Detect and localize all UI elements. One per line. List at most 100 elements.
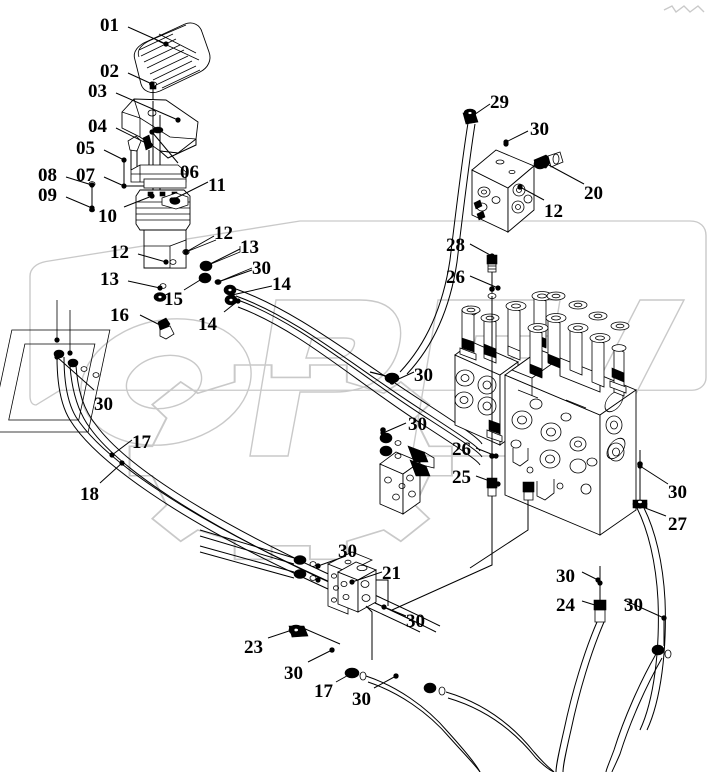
part-23-fitting bbox=[288, 624, 341, 645]
leader-line-c30l bbox=[623, 599, 665, 619]
hose-30l bbox=[605, 615, 672, 772]
leader-endpoint-c10 bbox=[149, 193, 155, 199]
leader-endpoint-c18 bbox=[119, 460, 125, 466]
callout-label-14-c14b: 14 bbox=[198, 314, 217, 335]
leader-lines bbox=[56, 26, 669, 689]
leader-line-c29 bbox=[467, 103, 491, 120]
callout-label-21-c21: 21 bbox=[382, 563, 401, 584]
callout-label-08-c08: 08 bbox=[38, 165, 57, 186]
leader-line-c21 bbox=[351, 571, 383, 583]
leader-line-c30i bbox=[307, 649, 333, 663]
leader-line-c30d bbox=[391, 371, 415, 383]
leader-endpoint-c23 bbox=[289, 627, 295, 633]
marker-26a bbox=[489, 286, 495, 292]
leader-line-c05 bbox=[103, 149, 125, 161]
leader-endpoint-c30l bbox=[661, 615, 667, 621]
callout-label-30-c30j: 30 bbox=[352, 689, 371, 710]
leader-line-c30g bbox=[317, 555, 347, 567]
leader-endpoint-c15 bbox=[202, 274, 208, 280]
part-10-pilot-valve bbox=[130, 164, 191, 269]
callout-label-13-c13b: 13 bbox=[100, 269, 119, 290]
parts-25-26-bottom bbox=[391, 296, 535, 611]
reference-outline-left bbox=[0, 329, 111, 433]
watermark-tick bbox=[663, 5, 705, 14]
leader-endpoint-c07 bbox=[121, 183, 127, 189]
callout-label-14-c14a: 14 bbox=[272, 274, 291, 295]
leader-line-c30h bbox=[383, 606, 407, 617]
part-26b-fitting bbox=[469, 481, 535, 569]
leader-line-c10 bbox=[123, 195, 153, 208]
fitting-20 bbox=[533, 151, 564, 170]
leader-endpoint-c02 bbox=[149, 81, 155, 87]
callout-label-10-c10: 10 bbox=[98, 206, 117, 227]
leader-endpoint-c12c bbox=[517, 184, 523, 190]
leader-line-c24 bbox=[581, 600, 599, 607]
callout-label-15-c15: 15 bbox=[164, 289, 183, 310]
leader-endpoint-c30k bbox=[595, 577, 601, 583]
callout-label-30-c30b: 30 bbox=[94, 394, 113, 415]
leader-line-c17b bbox=[335, 671, 355, 683]
leader-endpoint-c26a bbox=[495, 285, 501, 291]
leader-line-c30b bbox=[56, 356, 95, 391]
leader-endpoint-c30f bbox=[637, 463, 643, 469]
leader-endpoint-dots bbox=[54, 41, 667, 679]
part-01-foot-pedal bbox=[133, 22, 211, 94]
callout-label-17-c17b: 17 bbox=[314, 681, 333, 702]
leader-line-c12a bbox=[185, 235, 215, 253]
callout-label-24-c24: 24 bbox=[556, 595, 575, 616]
callout-label-01-c01: 01 bbox=[100, 15, 119, 36]
leader-endpoint-c30c bbox=[503, 139, 509, 145]
leader-endpoint-c03 bbox=[175, 117, 181, 123]
leader-line-c14b bbox=[223, 300, 239, 313]
callout-label-26-c26a: 26 bbox=[446, 267, 465, 288]
leader-line-c09 bbox=[65, 196, 93, 209]
callout-label-30-c30i: 30 bbox=[284, 663, 303, 684]
callout-label-03-c03: 03 bbox=[88, 81, 107, 102]
leader-line-c17a bbox=[111, 439, 133, 456]
leader-line-c28 bbox=[469, 243, 493, 257]
leader-line-c23 bbox=[267, 629, 293, 639]
leader-line-c30e bbox=[382, 422, 407, 434]
leader-line-c26b bbox=[475, 447, 497, 457]
leader-endpoint-c08 bbox=[89, 182, 95, 188]
leader-endpoint-c30j bbox=[393, 673, 399, 679]
leader-endpoint-c30h bbox=[381, 604, 387, 610]
callout-label-30-c30e: 30 bbox=[408, 414, 427, 435]
callout-label-07-c07: 07 bbox=[76, 165, 95, 186]
callout-label-27-c27: 27 bbox=[668, 514, 687, 535]
leader-line-c18 bbox=[99, 462, 123, 484]
leader-endpoint-c28 bbox=[489, 253, 495, 259]
callout-label-30-c30l: 30 bbox=[624, 595, 643, 616]
callout-label-29-c29: 29 bbox=[490, 92, 509, 113]
lower-hose-17 bbox=[329, 647, 555, 772]
leader-endpoint-c13b bbox=[157, 285, 163, 291]
callout-label-12-c12c: 12 bbox=[544, 201, 563, 222]
leader-endpoint-c05 bbox=[121, 157, 127, 163]
leader-line-c30c bbox=[505, 130, 529, 143]
leader-endpoint-c26b bbox=[493, 453, 499, 459]
leader-line-c20 bbox=[544, 162, 585, 185]
callout-label-30-c30d: 30 bbox=[414, 365, 433, 386]
leader-line-c16 bbox=[139, 314, 163, 327]
leader-endpoint-c16 bbox=[159, 323, 165, 329]
hose-ends-to-cube bbox=[379, 432, 435, 477]
leader-line-c15 bbox=[183, 276, 206, 291]
leader-line-c25 bbox=[475, 475, 499, 485]
callout-label-17-c17a: 17 bbox=[132, 432, 151, 453]
leader-endpoint-c14a bbox=[229, 292, 235, 298]
leader-endpoint-c30e bbox=[380, 430, 386, 436]
valve-spools bbox=[505, 291, 630, 397]
callout-label-06-c06: 06 bbox=[180, 162, 199, 183]
leader-endpoint-c30d bbox=[389, 379, 395, 385]
callout-label-26-c26b: 26 bbox=[452, 439, 471, 460]
leader-line-c12b bbox=[137, 253, 167, 263]
leader-line-c14a bbox=[231, 285, 273, 296]
callout-label-18-c18: 18 bbox=[80, 484, 99, 505]
leader-endpoint-c12b bbox=[163, 259, 169, 265]
leader-endpoint-c17a bbox=[109, 452, 115, 458]
leader-line-c30k bbox=[581, 571, 599, 581]
callout-label-30-c30a: 30 bbox=[252, 258, 271, 279]
leader-endpoint-c14b bbox=[235, 298, 241, 304]
